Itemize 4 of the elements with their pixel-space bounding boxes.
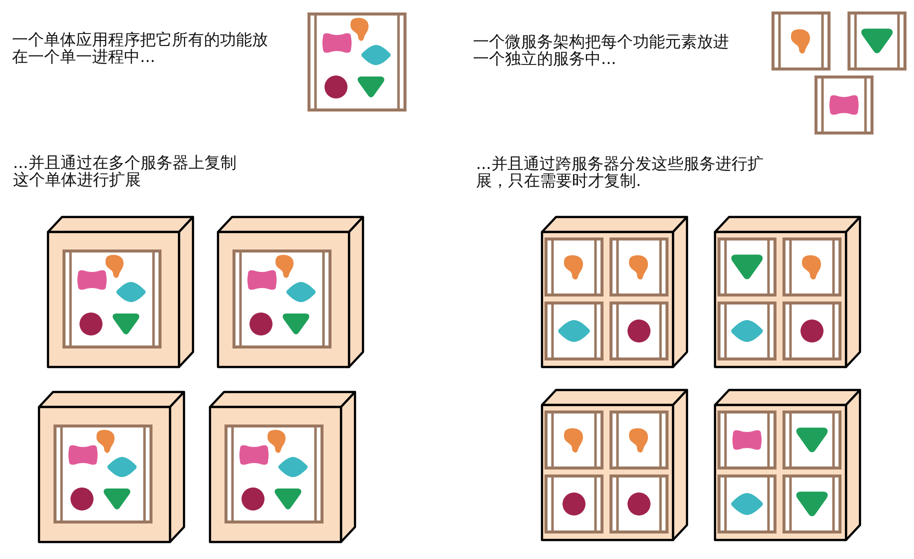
description-text: ...并且通过跨服务器分发这些服务进行扩展，只在需要时才复制. [476,155,764,189]
description-text: 一个单体应用程序把它所有的功能放在一个单一进程中... [12,31,269,65]
description-text: ...并且通过在多个服务器上复制这个单体进行扩展 [13,154,238,188]
description-text: 一个微服务架构把每个功能元素放进一个独立的服务中... [473,33,730,67]
